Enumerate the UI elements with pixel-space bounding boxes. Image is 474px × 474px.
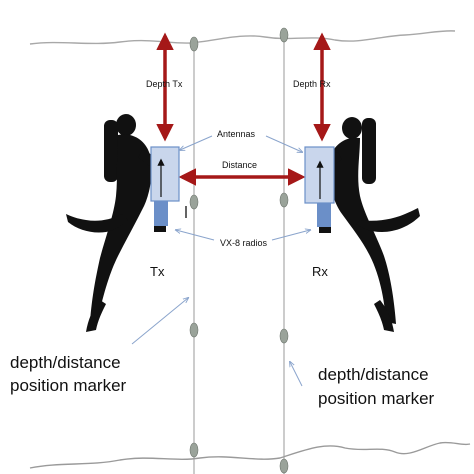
radio-pointer-right (271, 230, 310, 241)
float-marker-icon (189, 36, 199, 52)
antennas-label: Antennas (217, 129, 256, 139)
float-marker-icon (279, 192, 289, 208)
float-marker-icon (189, 442, 199, 458)
sea-floor-line (29, 441, 471, 469)
float-marker-icon (279, 328, 289, 344)
marker-label-left-line1: depth/distance (10, 353, 121, 372)
scuba-diver-icon (66, 114, 158, 332)
depth-tx-label: Depth Tx (146, 79, 183, 89)
rx-label: Rx (312, 264, 328, 279)
water-surface-line (29, 30, 456, 45)
antenna-pointer-left (180, 135, 213, 150)
float-marker-icon (189, 322, 199, 338)
float-marker-icon (189, 194, 199, 210)
radio-pointer-left (176, 230, 215, 241)
marker-pointer-left (131, 298, 188, 345)
radio-device-icon (150, 146, 180, 232)
distance-label: Distance (222, 160, 257, 170)
radio-device-icon (304, 146, 335, 233)
depth-rx-label: Depth Rx (293, 79, 331, 89)
radios-label: VX-8 radios (220, 238, 268, 248)
marker-label-right-line1: depth/distance (318, 365, 429, 384)
scuba-diver-icon (322, 117, 420, 332)
float-marker-icon (279, 458, 289, 474)
antenna-pointer-right (265, 135, 302, 152)
tx-label: Tx (150, 264, 165, 279)
marker-label-right-line2: position marker (318, 389, 435, 408)
float-marker-icon (279, 27, 289, 43)
marker-pointer-right (290, 362, 303, 387)
marker-label-left-line2: position marker (10, 376, 127, 395)
